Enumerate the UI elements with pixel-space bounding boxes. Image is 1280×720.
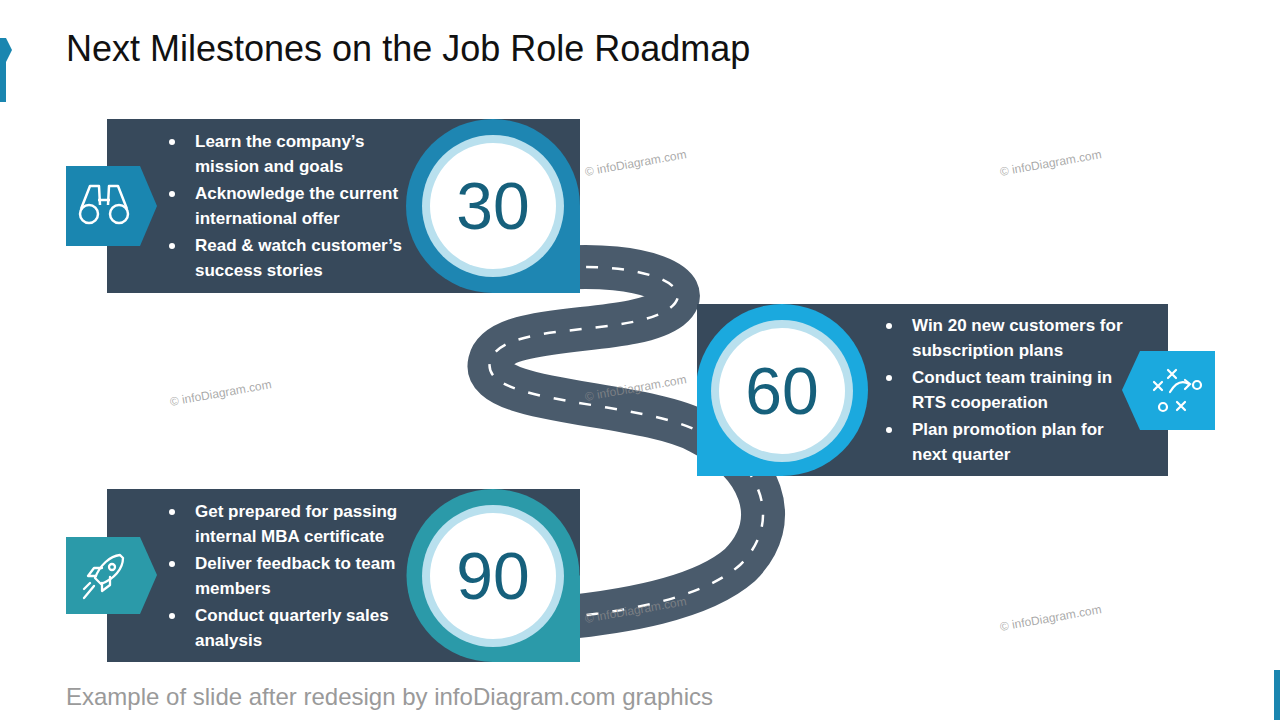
bullet-text: Win 20 new customers for subscription pl… <box>912 313 1127 363</box>
circle-ring <box>422 505 564 647</box>
number-circle: 60 <box>710 319 854 463</box>
accent-marker <box>0 38 12 62</box>
bullet-text: Learn the company’s mission and goals <box>195 129 423 179</box>
panel-fill <box>697 304 1168 476</box>
bullet-text: Plan promotion plan for next quarter <box>912 417 1127 467</box>
watermark: © infoDiagram.com <box>999 147 1103 179</box>
bullet-dot <box>169 561 175 567</box>
circle-ring <box>422 135 564 277</box>
watermark: © infoDiagram.com <box>584 147 688 179</box>
bullet-dot <box>886 375 892 381</box>
watermark: © infoDiagram.com <box>169 377 273 409</box>
milestone-panel: Win 20 new customers for subscription pl… <box>697 304 1168 476</box>
rocket-icon <box>66 537 157 614</box>
number-circle: 30 <box>421 134 565 278</box>
number-badge <box>697 304 868 476</box>
bullet-text: Acknowledge the current international of… <box>195 181 423 231</box>
bullet-dot <box>169 509 175 515</box>
accent-bar <box>0 62 6 102</box>
milestone-number: 90 <box>421 504 565 648</box>
milestone-number: 30 <box>421 134 565 278</box>
milestone-panel: Get prepared for passing internal MBA ce… <box>107 489 580 662</box>
circle-ring <box>711 320 853 462</box>
panel-fill <box>107 119 580 293</box>
bullet-text: Conduct team training in RTS cooperation <box>912 365 1127 415</box>
bullet-dot <box>169 139 175 145</box>
number-badge <box>406 119 580 293</box>
bullet-dot <box>169 613 175 619</box>
slide-title: Next Milestones on the Job Role Roadmap <box>66 28 750 70</box>
number-circle: 90 <box>421 504 565 648</box>
bullet-dot <box>886 427 892 433</box>
watermark: © infoDiagram.com <box>999 602 1103 634</box>
milestone-panel: Learn the company’s mission and goalsAck… <box>107 119 580 293</box>
bullet-dot <box>169 243 175 249</box>
bullet-text: Deliver feedback to team members <box>195 551 423 601</box>
bullet-dot <box>886 323 892 329</box>
slide-caption: Example of slide after redesign by infoD… <box>66 683 713 711</box>
bullet-text: Get prepared for passing internal MBA ce… <box>195 499 423 549</box>
milestone-number: 60 <box>710 319 854 463</box>
bullet-dot <box>169 191 175 197</box>
accent-bar <box>1274 670 1280 720</box>
bullet-text: Conduct quarterly sales analysis <box>195 603 423 653</box>
strategy-icon <box>1122 351 1215 430</box>
bullet-text: Read & watch customer’s success stories <box>195 233 423 283</box>
binoculars-icon <box>66 166 157 246</box>
panel-fill <box>107 489 580 662</box>
number-badge <box>407 489 580 662</box>
